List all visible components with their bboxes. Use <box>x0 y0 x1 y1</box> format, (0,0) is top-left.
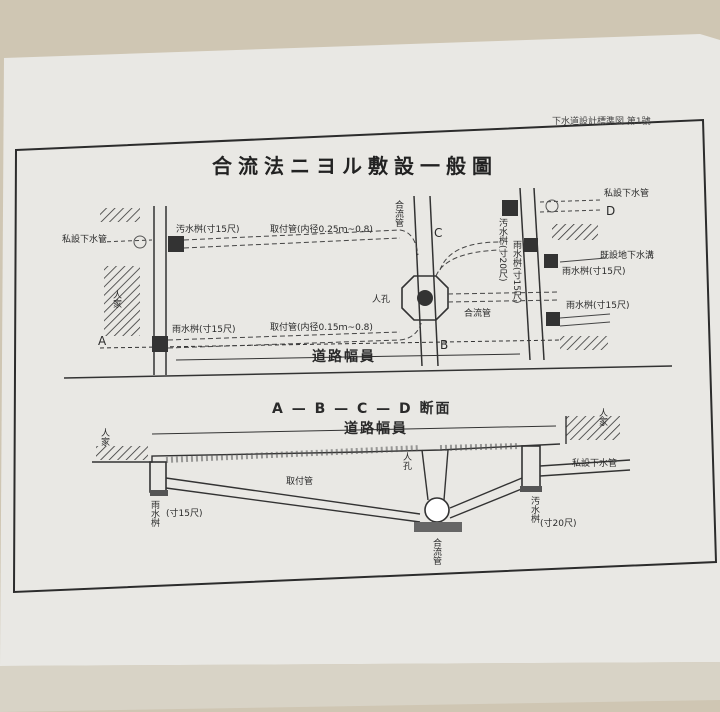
manhole-cover <box>417 290 433 306</box>
label-line-a: A <box>98 334 107 348</box>
section-ground-right <box>566 416 620 440</box>
label-line-b: B <box>440 338 449 352</box>
label-line-c: C <box>434 226 443 240</box>
label-road-width-section: 道路幅員 <box>344 421 408 437</box>
label-basement-drain: 既設地下水溝 <box>600 251 655 261</box>
paper-sheet <box>0 34 720 666</box>
label-road-width-plan: 道路幅員 <box>312 349 376 365</box>
label-lateral-section: 取付管 <box>286 477 314 487</box>
label-private-sewer-section: 私設下水管 <box>572 459 618 469</box>
label-lateral-bottom: 取付管(内径0.15ｍ~0.8) <box>270 323 373 333</box>
section-main-sewer <box>424 497 450 523</box>
label-house-plan: 人家 <box>111 290 121 308</box>
section-title: A — B — C — D 断面 <box>272 401 452 417</box>
label-main-sewer-section: 合流管 <box>431 538 441 565</box>
rain-pit-right-3 <box>546 312 560 326</box>
label-rain-pit-left: 雨水桝(寸15尺) <box>172 325 236 335</box>
label-rain-pit-right-2: 雨水桝(寸15尺) <box>562 267 626 277</box>
sheet-title: 合流法ニヨル敷設一般圖 <box>212 154 498 178</box>
label-private-sewer-right: 私設下水管 <box>604 189 650 199</box>
label-line-d: D <box>606 204 616 218</box>
section-main-sewer-base <box>414 522 462 532</box>
plan-building-hatch-top <box>100 208 140 222</box>
sheet-header: 下水道設計標準図 第1號 <box>552 117 651 127</box>
label-manhole-plan: 人孔 <box>372 295 391 305</box>
rain-pit-left <box>152 336 168 352</box>
manhole-plan <box>401 275 449 321</box>
plan-building-hatch-left <box>104 266 140 336</box>
rain-pit-right-1 <box>524 238 538 252</box>
label-cesspit-section: 汚水桝 <box>529 496 539 523</box>
label-main-sewer-bottom: 合流管 <box>464 309 492 319</box>
drawing-frame <box>12 118 718 594</box>
paper-edge-shadow <box>0 662 720 712</box>
label-house-left-section: 人家 <box>99 428 109 446</box>
label-private-sewer-left: 私設下水管 <box>62 235 108 245</box>
label-rain-pit-size-section: (寸15尺) <box>166 509 203 519</box>
road-edge-bottom <box>63 365 673 379</box>
rain-pit-right-2 <box>544 254 558 268</box>
label-cesspit-top: 汚水桝(寸15尺) <box>176 225 240 235</box>
cesspit-right <box>502 200 518 216</box>
label-lateral-top: 取付管(内径0.25ｍ~0.8) <box>270 225 373 235</box>
label-house-right-section: 人家 <box>597 408 607 426</box>
label-rain-pit-right-3: 雨水桝(寸15尺) <box>566 301 630 311</box>
label-cesspit-right: 汚水桝(寸20尺) <box>497 218 507 282</box>
label-main-sewer-vertical: 合流管 <box>393 200 403 227</box>
label-rain-pit-section: 雨水桝 <box>149 500 159 527</box>
label-manhole-section: 人孔 <box>401 452 411 470</box>
cesspit-left <box>168 236 184 252</box>
section-ground-left <box>96 446 148 460</box>
label-rain-pit-right-1: 雨水桝(寸15尺) <box>511 240 521 304</box>
label-cesspit-size-section: (寸20尺) <box>540 519 577 529</box>
